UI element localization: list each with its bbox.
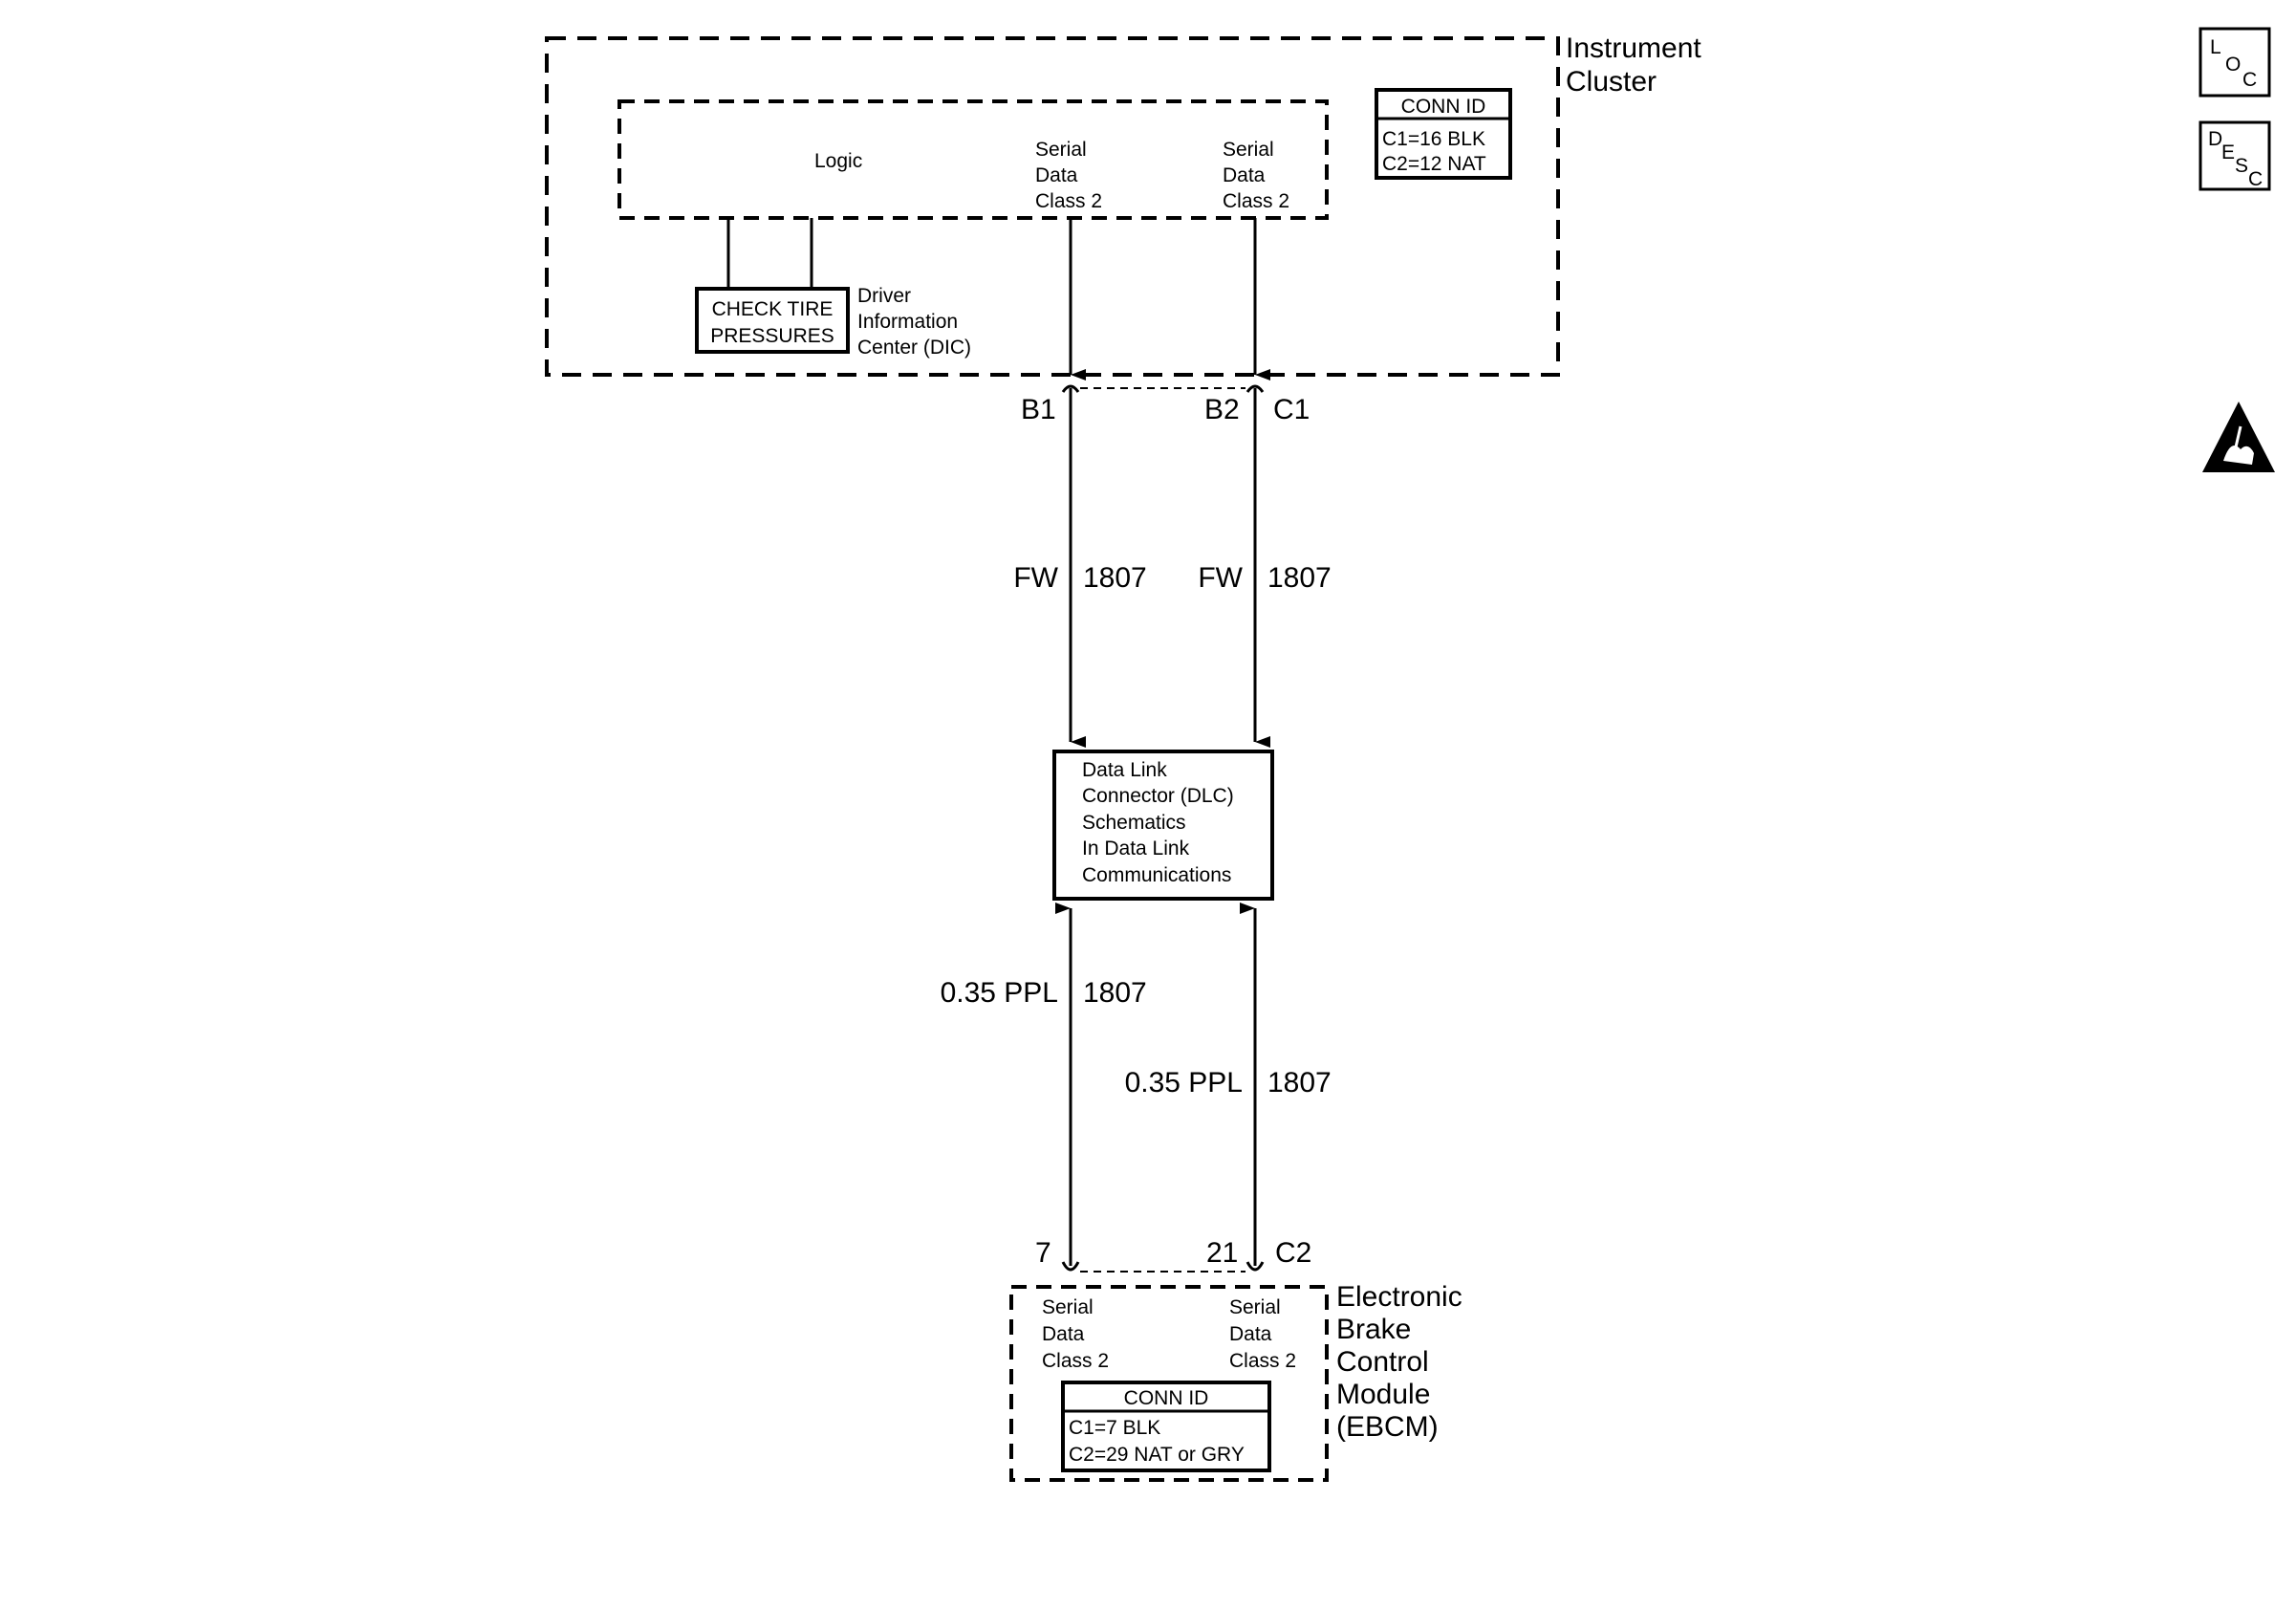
- ic-serial-left-line3: Class 2: [1035, 190, 1102, 212]
- upper-pin-b2: B2: [1204, 394, 1240, 425]
- dic-box-line2: PRESSURES: [710, 325, 834, 347]
- ebcm-conn-id-line2: C2=29 NAT or GRY: [1069, 1444, 1245, 1466]
- desc-icon-letter-e: E: [2221, 141, 2235, 163]
- dic-label-line2: Information: [857, 311, 958, 333]
- dic-box-line1: CHECK TIRE: [712, 298, 834, 320]
- ic-serial-right-line3: Class 2: [1223, 190, 1289, 212]
- ebcm-title-line3: Control: [1336, 1346, 1429, 1378]
- desc-icon-letter-c: C: [2248, 168, 2263, 190]
- lower-right-wire-color: 0.35 PPL: [1125, 1067, 1243, 1099]
- lower-pin-21: 21: [1206, 1237, 1238, 1269]
- ic-serial-right-line2: Data: [1223, 164, 1266, 186]
- logic-label: Logic: [814, 150, 862, 172]
- dlc-line4: In Data Link: [1082, 838, 1190, 859]
- ebcm-serial-right-line1: Serial: [1229, 1296, 1281, 1318]
- check-tire-pressures-box: CHECK TIRE PRESSURES: [695, 287, 850, 354]
- dlc-line3: Schematics: [1082, 812, 1186, 834]
- ebcm-serial-left-line3: Class 2: [1042, 1350, 1109, 1372]
- ebcm-conn-id-line1: C1=7 BLK: [1069, 1417, 1160, 1439]
- upper-left-wire-circuit: 1807: [1083, 562, 1147, 594]
- loc-icon-letter-o: O: [2225, 54, 2241, 76]
- lower-connector-c2: [1061, 1261, 1265, 1273]
- ic-serial-left-line2: Data: [1035, 164, 1078, 186]
- ebcm-serial-left-line1: Serial: [1042, 1296, 1094, 1318]
- ebcm-conn-id-header: CONN ID: [1124, 1387, 1209, 1409]
- instrument-cluster-outline: [545, 36, 1560, 377]
- dlc-line1: Data Link: [1082, 759, 1167, 781]
- ic-conn-id-header: CONN ID: [1401, 96, 1486, 118]
- ebcm-conn-id-box: CONN ID C1=7 BLK C2=29 NAT or GRY: [1061, 1381, 1271, 1472]
- upper-pin-b1: B1: [1021, 394, 1056, 425]
- ebcm-title-line4: Module: [1336, 1379, 1430, 1410]
- ebcm-serial-right-line3: Class 2: [1229, 1350, 1296, 1372]
- ic-conn-id-line1: C1=16 BLK: [1382, 128, 1485, 150]
- lower-right-wire-circuit: 1807: [1267, 1067, 1332, 1099]
- dic-label-line1: Driver: [857, 285, 911, 307]
- dic-label-line3: Center (DIC): [857, 337, 971, 359]
- ebcm-serial-right-line2: Data: [1229, 1323, 1272, 1345]
- ic-conn-id-box: CONN ID C1=16 BLK C2=12 NAT: [1375, 88, 1512, 180]
- loc-icon-letter-l: L: [2210, 36, 2221, 58]
- dlc-line2: Connector (DLC): [1082, 785, 1234, 807]
- ebcm-outline: [1009, 1285, 1329, 1482]
- ic-serial-left-line1: Serial: [1035, 139, 1087, 161]
- desc-icon-letter-s: S: [2235, 155, 2248, 177]
- dlc-line5: Communications: [1082, 864, 1231, 886]
- logic-block-outline: [617, 99, 1329, 220]
- upper-connector-label: C1: [1273, 394, 1310, 425]
- ic-conn-id-line2: C2=12 NAT: [1382, 153, 1486, 175]
- upper-right-wire-color: FW: [1198, 562, 1243, 594]
- ic-serial-right-line1: Serial: [1223, 139, 1274, 161]
- ebcm-title-line1: Electronic: [1336, 1281, 1462, 1313]
- loc-icon-letter-c: C: [2242, 69, 2257, 91]
- lower-connector-label: C2: [1275, 1237, 1311, 1269]
- ebcm-title-line5: (EBCM): [1336, 1411, 1439, 1443]
- lower-left-wire-color: 0.35 PPL: [941, 977, 1058, 1009]
- dlc-reference-box[interactable]: Data Link Connector (DLC) Schematics In …: [1052, 750, 1274, 901]
- loc-icon[interactable]: L O C: [2199, 27, 2271, 98]
- upper-connector-c1: [1061, 384, 1265, 393]
- ebcm-serial-left-line2: Data: [1042, 1323, 1085, 1345]
- desc-icon-letter-d: D: [2208, 128, 2222, 150]
- instrument-cluster-title-line1: Instrument: [1566, 33, 1701, 64]
- desc-icon[interactable]: D E S C: [2199, 120, 2271, 191]
- lower-pin-7: 7: [1035, 1237, 1051, 1269]
- ebcm-title-line2: Brake: [1336, 1314, 1411, 1345]
- lower-left-wire-circuit: 1807: [1083, 977, 1147, 1009]
- upper-left-wire-color: FW: [1013, 562, 1058, 594]
- instrument-cluster-title-line2: Cluster: [1566, 66, 1657, 98]
- esd-warning-icon: [2202, 402, 2275, 472]
- upper-right-wire-circuit: 1807: [1267, 562, 1332, 594]
